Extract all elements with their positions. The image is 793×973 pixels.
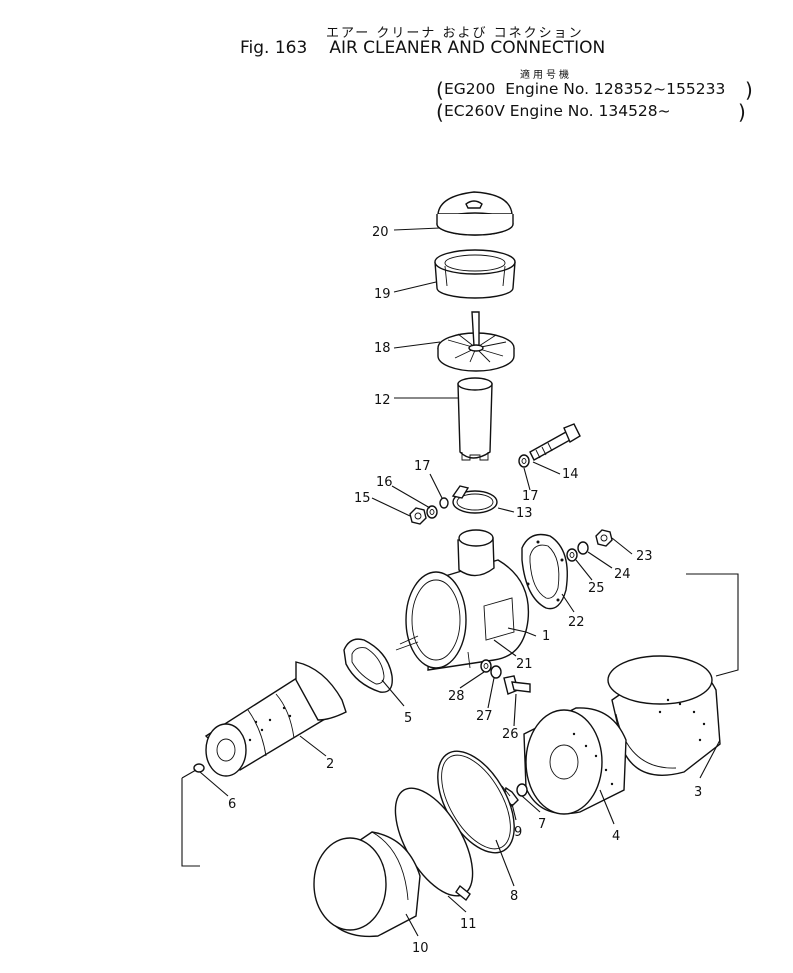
- part-17-washer: [439, 497, 449, 509]
- part-number-labels: 1 2 3 4 5 6 7 8 9 10 11 12 13 14 15 16 1…: [228, 225, 702, 956]
- part-27-washer: [490, 665, 502, 679]
- figure-number: Fig. 163: [240, 38, 308, 58]
- part-2-filter-element: [204, 661, 347, 777]
- engine-range: 128352~155233: [593, 80, 726, 98]
- label-part-7: 7: [538, 817, 546, 832]
- engine-label: Engine No.: [509, 102, 594, 120]
- japanese-title: エアー クリーナ および コネクション: [326, 26, 584, 41]
- part-24-washer: [577, 541, 589, 555]
- label-part-15: 15: [354, 491, 371, 506]
- part-28-washer: [480, 659, 492, 673]
- part-20-cap: [436, 191, 514, 236]
- part-26-bolt: [503, 675, 531, 695]
- part-1-cleaner-body: [395, 529, 530, 671]
- label-part-20: 20: [372, 225, 389, 240]
- figure-title: AIR CLEANER AND CONNECTION: [329, 38, 606, 58]
- label-part-23: 23: [636, 549, 653, 564]
- label-part-11: 11: [460, 917, 477, 932]
- label-part-28: 28: [448, 689, 465, 704]
- part-4-inner-element: [523, 707, 627, 815]
- label-part-17: 17: [414, 459, 431, 474]
- leader-lines: [199, 227, 721, 937]
- applicability-row-1: EG200 Engine No. 128352~155233: [444, 80, 725, 98]
- applicability-heading: 適用号機: [520, 70, 572, 81]
- model-name: EG200: [444, 80, 496, 98]
- paren-left-1: (: [436, 78, 444, 102]
- label-part-13: 13: [516, 506, 533, 521]
- label-part-22: 22: [568, 615, 585, 630]
- engine-label: Engine No.: [505, 80, 590, 98]
- applicability-row-2: EC260V Engine No. 134528~: [444, 102, 671, 120]
- part-7-washer: [516, 783, 528, 797]
- part-18-vane: [437, 311, 515, 372]
- label-part-16: 16: [376, 475, 393, 490]
- label-part-5: 5: [404, 711, 412, 726]
- part-10-cover: [313, 831, 421, 938]
- part-3-outer-element: [607, 655, 721, 776]
- part-19-ring: [434, 249, 516, 299]
- paren-right-1: ): [745, 78, 753, 102]
- label-part-8: 8: [510, 889, 518, 904]
- part-22-gasket: [521, 533, 568, 610]
- paren-right-2: ): [738, 100, 746, 124]
- part-15-nut: [409, 507, 427, 525]
- part-13-band: [451, 485, 498, 514]
- label-part-3: 3: [694, 785, 702, 800]
- part-23-nut: [595, 529, 613, 547]
- label-part-18: 18: [374, 341, 391, 356]
- part-25-washer: [566, 548, 578, 562]
- label-part-12: 12: [374, 393, 391, 408]
- label-part-6: 6: [228, 797, 236, 812]
- part-12-tube: [457, 377, 493, 461]
- part-14-bolt: [529, 423, 581, 461]
- label-part-9: 9: [514, 825, 522, 840]
- part-16-washer: [426, 505, 438, 519]
- label-part-26: 26: [502, 727, 519, 742]
- bracket-line-right: [686, 573, 739, 677]
- label-part-17: 17: [522, 489, 539, 504]
- part-17-washer: [518, 454, 530, 468]
- model-name: EC260V: [444, 102, 505, 120]
- label-part-27: 27: [476, 709, 493, 724]
- engine-range: 134528~: [598, 102, 671, 120]
- label-part-19: 19: [374, 287, 391, 302]
- label-part-4: 4: [612, 829, 620, 844]
- paren-left-2: (: [436, 100, 444, 124]
- label-part-1: 1: [542, 629, 550, 644]
- part-6-washer: [193, 763, 205, 773]
- label-part-21: 21: [516, 657, 533, 672]
- label-part-25: 25: [588, 581, 605, 596]
- label-part-2: 2: [326, 757, 334, 772]
- label-part-10: 10: [412, 941, 429, 956]
- label-part-14: 14: [562, 467, 579, 482]
- figure-caption: Fig. 163 AIR CLEANER AND CONNECTION: [240, 38, 605, 58]
- bracket-line-left: [181, 769, 200, 867]
- part-5-gasket: [343, 638, 393, 693]
- label-part-24: 24: [614, 567, 631, 582]
